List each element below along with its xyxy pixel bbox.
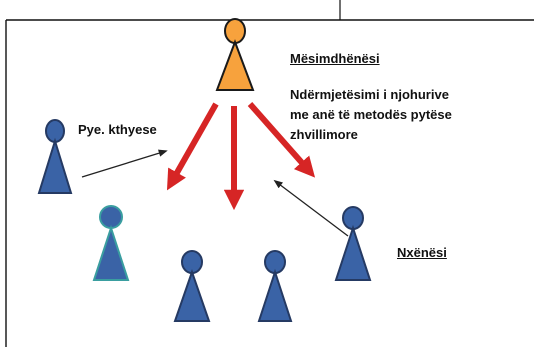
student-figure-questioner [37,119,73,194]
student-figure-highlighted [92,205,130,281]
teacher-description-line: me anë të metodës pytëse [290,107,452,122]
teacher-description-line: zhvillimore [290,127,358,142]
teacher-label: Mësimdhënësi [290,51,380,66]
teacher-description: Ndërmjetësimi i njohurive me anë të meto… [290,85,452,145]
student-figure-right [334,206,372,281]
knowledge-arrow-left [166,102,219,191]
student-figure-bottom-left [173,250,211,322]
question-arrow-right [273,179,349,237]
student-figure-bottom-right [257,250,293,322]
question-arrow-left [81,149,168,178]
knowledge-arrow-right [247,102,316,178]
teacher-description-line: Ndërmjetësimi i njohurive [290,87,449,102]
question-label: Pye. kthyese [78,122,157,137]
students-label: Nxënësi [397,245,447,260]
teacher-figure [215,18,255,91]
knowledge-arrows [166,102,316,211]
